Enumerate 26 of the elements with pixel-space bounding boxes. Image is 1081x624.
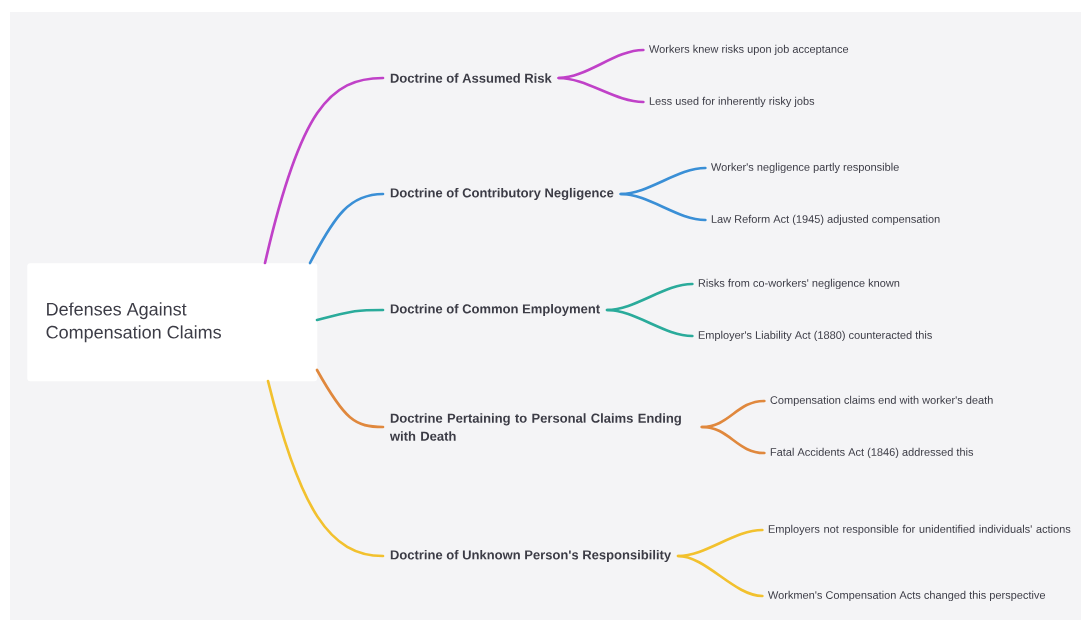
branch-line [557, 76, 645, 104]
branch-text: Doctrine Pertaining to Personal Claims Ending with Death [389, 413, 681, 441]
branch-line [315, 368, 385, 429]
branch-line [263, 76, 385, 265]
branch-text: Doctrine of Assumed Risk [390, 73, 552, 83]
branch-line [266, 379, 385, 558]
branch-text: Doctrine of Common Employment [390, 303, 600, 317]
leaf-text: Workers knew risks upon job acceptance [649, 44, 849, 56]
branch-line [619, 192, 707, 222]
branch-line [308, 192, 385, 265]
leaf-text: Less used for inherently risky jobs [649, 96, 815, 108]
leaf-text: Compensation claims end with worker's death [770, 395, 993, 407]
branch-line [676, 554, 764, 598]
leaf-text: Workmen's Compensation Acts changed this perspective [768, 590, 1046, 602]
leaf-text: Fatal Accidents Act (1846) addressed this [770, 447, 974, 459]
branch-line [700, 425, 766, 455]
topic-box: Defenses Against Compensation Claims [27, 263, 318, 382]
branch-line [605, 308, 694, 338]
leaf-text: Worker's negligence partly responsible [711, 162, 899, 174]
leaf-text: Law Reform Act (1945) adjusted compensation [711, 214, 940, 226]
leaf-text: Employer's Liability Act (1880) counteracted this [698, 330, 932, 342]
leaf-text: Employers not responsible for unidentified individuals' actions [768, 524, 1071, 536]
leaf-text: Risks from co-workers' negligence known [698, 278, 900, 290]
branch-line [315, 308, 385, 322]
branch-text: Doctrine of Unknown Person's Responsibility [390, 549, 672, 563]
branch-text: Doctrine of Contributory Negligence [390, 187, 614, 201]
